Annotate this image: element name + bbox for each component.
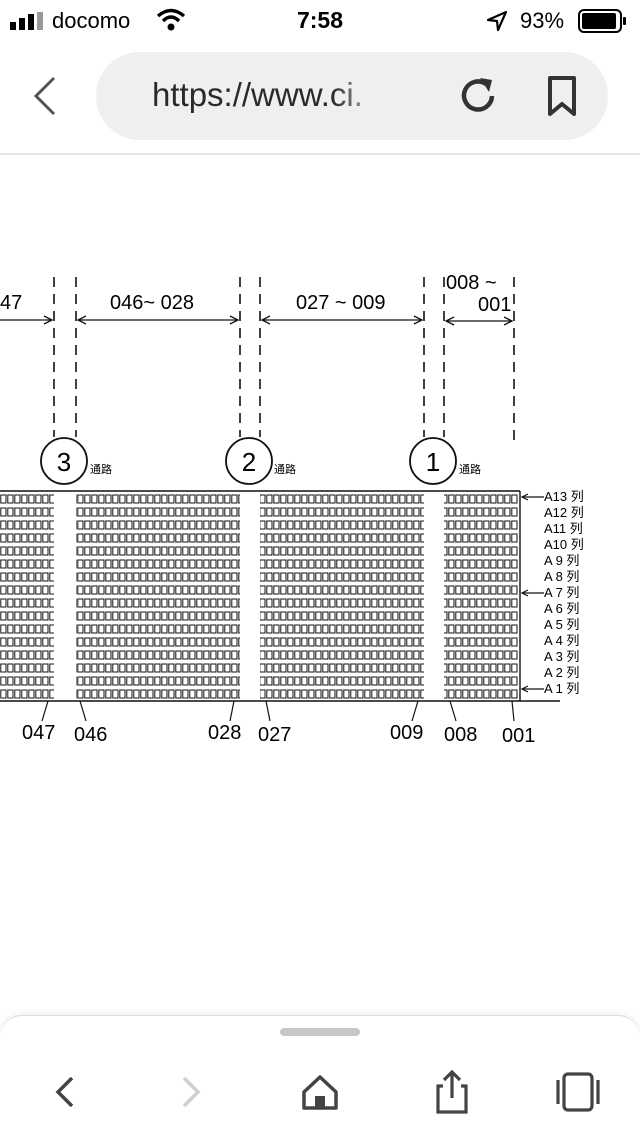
svg-text:A 8 列: A 8 列 bbox=[544, 569, 579, 584]
passage-1: 1 通路 bbox=[409, 437, 481, 485]
passage-number: 1 bbox=[426, 447, 440, 477]
browser-toolbar bbox=[0, 1015, 640, 1137]
url-text: https://www.ci. bbox=[152, 76, 363, 113]
svg-text:A11 列: A11 列 bbox=[544, 521, 583, 536]
svg-text:008: 008 bbox=[444, 724, 477, 746]
warehouse-rack-diagram: 47 046~ 028 027 ~ 009 008 ~ 001 3 通路 bbox=[0, 272, 584, 747]
forward-icon[interactable] bbox=[166, 1066, 218, 1118]
svg-text:A 4 列: A 4 列 bbox=[544, 633, 579, 648]
svg-text:A 9 列: A 9 列 bbox=[544, 553, 579, 568]
battery-icon bbox=[578, 9, 626, 33]
range-label-left: 47 bbox=[0, 292, 22, 314]
reload-icon[interactable] bbox=[456, 74, 500, 118]
dimension-lines bbox=[0, 315, 514, 326]
passage-number: 2 bbox=[242, 447, 256, 477]
row-labels: A13 列 A12 列 A11 列 A10 列 A 9 列 A 8 列 A 7 … bbox=[544, 489, 584, 696]
url-field[interactable]: https://www.ci. bbox=[96, 52, 608, 140]
svg-text:A 1 列: A 1 列 bbox=[544, 681, 579, 696]
passage-label: 通路 bbox=[459, 463, 481, 476]
battery-percent: 93% bbox=[520, 8, 565, 33]
bookmark-icon[interactable] bbox=[540, 74, 584, 118]
range-label-end-bottom: 001 bbox=[478, 294, 511, 316]
svg-text:027: 027 bbox=[258, 724, 291, 746]
svg-text:A 3 列: A 3 列 bbox=[544, 649, 579, 664]
passage-number: 3 bbox=[57, 447, 71, 477]
page-back-button[interactable] bbox=[24, 74, 68, 118]
clock: 7:58 bbox=[296, 7, 344, 33]
share-icon[interactable] bbox=[426, 1066, 478, 1118]
status-bar: docomo 7:58 93% bbox=[0, 0, 640, 40]
svg-text:A12 列: A12 列 bbox=[544, 505, 584, 520]
svg-text:046: 046 bbox=[74, 724, 107, 746]
svg-text:001: 001 bbox=[502, 725, 535, 747]
svg-text:A 7 列: A 7 列 bbox=[544, 585, 579, 600]
toolbar-grabber[interactable] bbox=[280, 1028, 360, 1036]
back-icon[interactable] bbox=[38, 1066, 90, 1118]
svg-text:A 2 列: A 2 列 bbox=[544, 665, 579, 680]
svg-text:028: 028 bbox=[208, 722, 241, 744]
range-label-right: 027 ~ 009 bbox=[296, 292, 386, 314]
browser-address-bar: https://www.ci. bbox=[0, 40, 640, 155]
passage-label: 通路 bbox=[274, 463, 296, 476]
carrier-name: docomo bbox=[52, 8, 131, 33]
row-arrows bbox=[520, 493, 544, 693]
svg-text:A10 列: A10 列 bbox=[544, 537, 584, 552]
rack-frame bbox=[0, 490, 560, 702]
dashed-guides bbox=[53, 277, 515, 441]
passage-label: 通路 bbox=[90, 463, 112, 476]
rack-blocks bbox=[0, 491, 518, 699]
wifi-icon bbox=[156, 8, 186, 31]
bottom-leaders bbox=[41, 700, 515, 722]
page-content: 47 046~ 028 027 ~ 009 008 ~ 001 3 通路 bbox=[0, 155, 640, 1015]
range-label-end-top: 008 ~ bbox=[446, 272, 497, 294]
range-label-mid: 046~ 028 bbox=[110, 292, 194, 314]
svg-text:A 5 列: A 5 列 bbox=[544, 617, 579, 632]
bottom-labels: 047 046 028 027 009 008 001 bbox=[22, 722, 535, 747]
home-icon[interactable] bbox=[294, 1066, 346, 1118]
passage-2: 2 通路 bbox=[225, 437, 296, 485]
tabs-icon[interactable] bbox=[552, 1066, 604, 1118]
svg-text:047: 047 bbox=[22, 722, 55, 744]
svg-text:009: 009 bbox=[390, 722, 423, 744]
svg-text:A13 列: A13 列 bbox=[544, 489, 584, 504]
signal-icon bbox=[10, 12, 43, 30]
passage-3: 3 通路 bbox=[40, 437, 112, 485]
svg-text:A 6 列: A 6 列 bbox=[544, 601, 579, 616]
location-arrow-icon bbox=[486, 10, 508, 32]
home-indicator bbox=[0, 1126, 640, 1134]
